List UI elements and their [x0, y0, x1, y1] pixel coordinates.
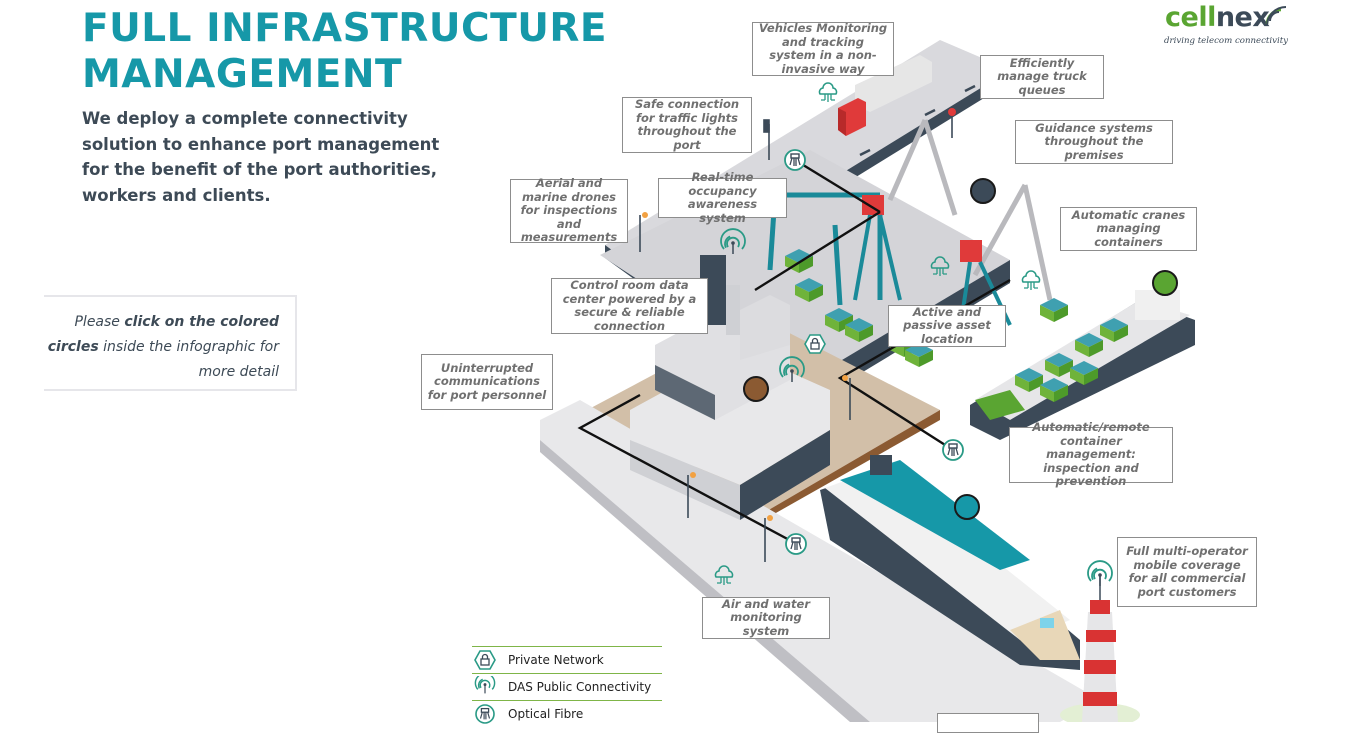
- title-line-1: FULL INFRASTRUCTURE: [82, 6, 608, 51]
- cellnex-logo[interactable]: cellnex driving telecom connectivity: [1163, 2, 1293, 54]
- crane-cab: [862, 195, 884, 215]
- callout-automatic-cranes: Automatic cranes managing containers: [1060, 207, 1197, 251]
- callout-mobile-coverage: Full multi-operator mobile coverage for …: [1117, 537, 1257, 607]
- hint-prefix: Please: [74, 314, 125, 330]
- callout-asset-location: Active and passive asset location: [888, 305, 1006, 347]
- hint-bold: click on the colored circles: [47, 314, 279, 355]
- optical-fibre-icon: [784, 149, 806, 171]
- callout-control-room: Control room data center powered by a se…: [551, 278, 708, 334]
- callout-partial-bottom: [937, 713, 1039, 733]
- grey-cranes: [887, 118, 1053, 301]
- hint-suffix: inside the infographic for more detail: [98, 339, 279, 380]
- private-network-icon: [470, 649, 500, 671]
- logo-cell: cell: [1165, 2, 1216, 33]
- legend-item-optical-fibre: Optical Fibre: [472, 700, 662, 727]
- instruction-box: Please click on the colored circles insi…: [44, 295, 297, 391]
- logo-nex: nex: [1215, 2, 1270, 33]
- crane-cab: [960, 240, 982, 262]
- cloud-iot-icon: [818, 82, 838, 103]
- logo-tagline: driving telecom connectivity: [1164, 36, 1289, 46]
- callout-port-personnel: Uninterrupted communications for port pe…: [421, 354, 553, 410]
- callout-guidance-systems: Guidance systems throughout the premises: [1015, 120, 1173, 164]
- truck: [838, 55, 932, 136]
- callout-drones: Aerial and marine drones for inspections…: [510, 177, 628, 244]
- intro-text: We deploy a complete connectivity soluti…: [82, 109, 440, 205]
- optical-fibre-icon: [942, 439, 964, 461]
- callout-air-water: Air and water monitoring system: [702, 597, 830, 639]
- das-icon: [1087, 560, 1113, 587]
- optical-fibre-icon: [785, 533, 807, 555]
- title-line-2: MANAGEMENT: [82, 52, 403, 97]
- callout-container-management: Automatic/remote container management: i…: [1009, 421, 1173, 488]
- cargo-ship: [970, 290, 1195, 440]
- hotspot-control-room[interactable]: [743, 376, 769, 402]
- private-network-icon: [804, 334, 826, 354]
- hotspot-cranes[interactable]: [970, 178, 996, 204]
- legend-item-das: DAS Public Connectivity: [472, 673, 662, 700]
- callout-truck-queues: Efficiently manage truck queues: [980, 55, 1104, 99]
- callout-vehicles-monitoring: Vehicles Monitoring and tracking system …: [752, 21, 894, 76]
- page-title: FULL INFRASTRUCTURE MANAGEMENT: [82, 6, 607, 98]
- logo-wordmark: cellnex: [1165, 2, 1270, 33]
- hotspot-cargo-ship[interactable]: [1152, 270, 1178, 296]
- legend-label: Private Network: [508, 653, 604, 667]
- legend-label: Optical Fibre: [508, 707, 584, 721]
- street-furniture: [639, 108, 956, 562]
- instruction-text: Please click on the colored circles insi…: [44, 310, 279, 385]
- das-public-connectivity-icon: [470, 676, 500, 698]
- callout-occupancy: Real-time occupancy awareness system: [658, 170, 787, 224]
- legend-item-private-network: Private Network: [472, 646, 662, 673]
- cloud-iot-icon: [1021, 270, 1041, 291]
- legend-label: DAS Public Connectivity: [508, 680, 652, 694]
- callout-traffic-lights: Safe connection for traffic lights throu…: [622, 97, 752, 153]
- cruise-ship: [820, 455, 1080, 670]
- hotspot-cruise-ship[interactable]: [954, 494, 980, 520]
- signal-waves-icon: [1265, 6, 1287, 26]
- legend: Private Network DAS Public Connectivity …: [472, 646, 662, 727]
